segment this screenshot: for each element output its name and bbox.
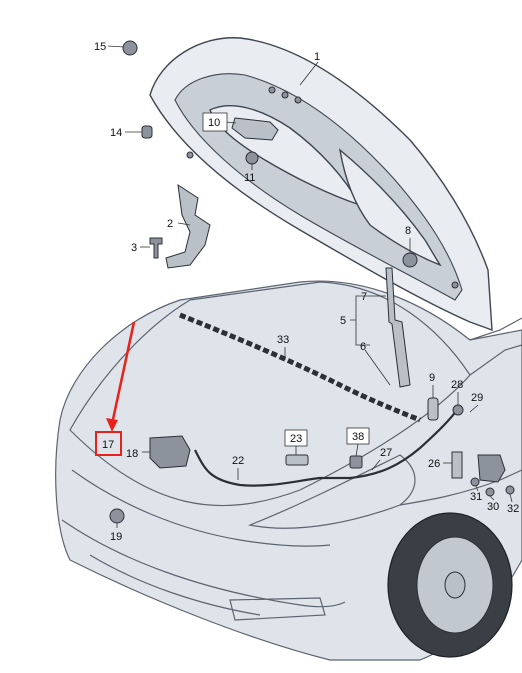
callout-11: 11 [244, 172, 255, 184]
part-29-lever [477, 454, 506, 483]
a-pillar-line [469, 344, 522, 376]
hood-hole [186, 151, 194, 159]
highlight-annotation [95, 321, 136, 456]
hood-hole [268, 86, 276, 94]
callout-29: 29 [471, 392, 483, 404]
callout-38: 38 [352, 431, 364, 443]
part-26-handle [451, 451, 463, 479]
callout-1: 1 [314, 51, 320, 63]
windscreen-line [469, 317, 522, 341]
callout-3: 3 [131, 242, 137, 254]
part-14-buffer [141, 125, 153, 139]
hub [444, 571, 466, 599]
bonnet-outline [69, 281, 471, 507]
part-9-buffer [427, 397, 439, 421]
hood-inner-cutout-2 [338, 148, 442, 267]
callout-23: 23 [290, 433, 302, 445]
headlight-outline [247, 454, 416, 529]
callout-5: 5 [340, 315, 346, 327]
callout-19: 19 [110, 531, 122, 543]
callout-26: 26 [428, 458, 440, 470]
part-10-lock-bracket [231, 117, 279, 141]
highlight-arrow-shaft [110, 321, 136, 425]
hood-hole [451, 281, 459, 289]
callout-27: 27 [380, 447, 392, 459]
part-23-clip [285, 454, 309, 466]
part-22-release-cable [194, 449, 350, 487]
foglight-outline [229, 597, 326, 621]
callout-labels: 15 1 10 11 14 2 3 8 7 5 6 33 9 28 29 17 … [94, 41, 519, 543]
callout-15: 15 [94, 41, 106, 53]
part-7-gas-strut [385, 267, 411, 388]
grille-line [71, 469, 331, 547]
callout-10-box [202, 112, 228, 132]
callout-30: 30 [487, 501, 499, 513]
callout-23-box [284, 429, 308, 447]
callout-6: 6 [360, 341, 366, 353]
part-32-screw [505, 485, 515, 495]
callout-9: 9 [429, 372, 435, 384]
callout-33: 33 [277, 334, 289, 346]
callout-18: 18 [126, 448, 138, 460]
part-33-seal [179, 312, 421, 423]
part-11-bolt [245, 151, 259, 165]
highlight-box [95, 431, 122, 456]
callout-7: 7 [361, 291, 367, 303]
part-28-grommet [452, 404, 464, 416]
part-30-screw [485, 487, 495, 497]
callout-28: 28 [451, 379, 463, 391]
callout-22: 22 [232, 455, 244, 467]
lower-grille-line [89, 554, 261, 616]
hood-hole [294, 96, 302, 104]
part-8-mount [402, 252, 418, 268]
callout-14: 14 [110, 127, 122, 139]
part-31-screw [470, 477, 480, 487]
part-27-release-cable [349, 404, 461, 480]
callout-32: 32 [507, 503, 519, 515]
front-wheel [387, 512, 513, 658]
callout-2: 2 [167, 218, 173, 230]
hood-hole [281, 91, 289, 99]
callout-38-box [346, 427, 370, 445]
callout-17: 17 [102, 439, 114, 451]
part-38-clip [349, 455, 363, 469]
highlight-arrow-head [106, 418, 118, 432]
leader-lines [107, 45, 513, 528]
callout-10: 10 [208, 117, 220, 129]
callout-8: 8 [405, 225, 411, 237]
part-18-lock [149, 435, 191, 469]
part-3-bolt [149, 237, 163, 259]
part-15-nut [122, 40, 138, 56]
part-19-nut [109, 508, 125, 524]
callout-31: 31 [470, 491, 482, 503]
bumper-line [61, 519, 346, 608]
part-2-hinge [165, 183, 211, 269]
